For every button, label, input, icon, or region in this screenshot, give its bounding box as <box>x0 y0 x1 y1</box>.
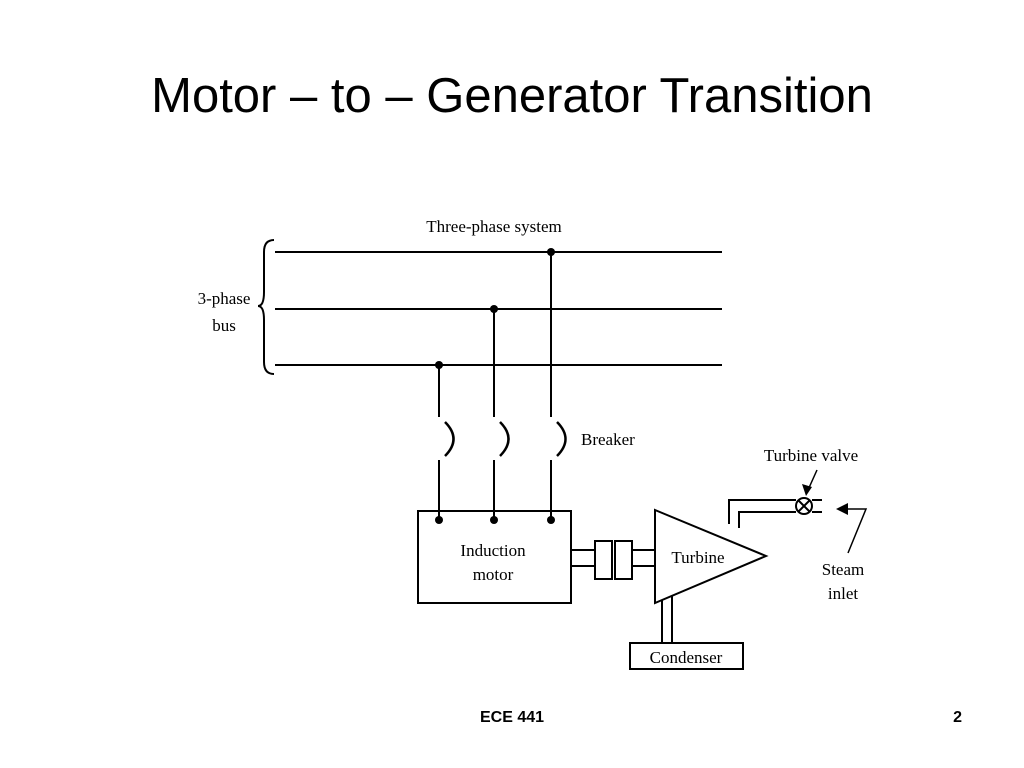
footer-course: ECE 441 <box>479 709 545 726</box>
steam-arrow-line <box>846 508 868 554</box>
breaker-contacts <box>444 421 567 457</box>
motor-label-line2: motor <box>473 565 514 584</box>
phase-conductors <box>438 252 552 520</box>
valve-cross-2 <box>797 499 811 513</box>
condenser-label: Condenser <box>650 648 723 667</box>
steam-label-line1: Steam <box>822 560 865 579</box>
turbine-valve-label: Turbine valve <box>764 446 858 465</box>
bus-label-line2: bus <box>212 316 236 335</box>
bus-brace <box>257 239 275 375</box>
steam-label-line2: inlet <box>828 584 858 603</box>
motor-terminals <box>435 516 555 524</box>
shaft-and-coupling <box>571 540 655 580</box>
slide-title: Motor – to – Generator Transition <box>151 69 873 123</box>
motor-terminal-c <box>547 516 555 524</box>
motor-label-line1: Induction <box>460 541 526 560</box>
steam-inlet-arrow <box>836 503 868 554</box>
turbine-valve-icon <box>795 497 813 515</box>
turbine-label: Turbine <box>671 548 724 567</box>
steam-pipe-inner <box>738 511 796 528</box>
three-phase-bus <box>275 251 722 366</box>
coupling-left <box>594 540 613 580</box>
valve-arrow-head <box>802 484 812 496</box>
motor-terminal-a <box>435 516 443 524</box>
breaker-label: Breaker <box>581 430 635 449</box>
condenser-box <box>629 642 744 670</box>
steam-pipe-outer <box>728 499 796 524</box>
condenser-piping <box>661 596 673 643</box>
turbine-shape <box>654 508 769 605</box>
coupling-right <box>614 540 633 580</box>
breaker-arc-c <box>556 421 567 457</box>
turbine-valve-arrow <box>802 469 818 496</box>
induction-motor-box <box>417 510 572 604</box>
breaker-arc-a <box>444 421 455 457</box>
system-label: Three-phase system <box>426 217 561 236</box>
motor-terminal-b <box>490 516 498 524</box>
steam-arrow-head <box>836 503 848 515</box>
breaker-arc-b <box>499 421 510 457</box>
steam-piping <box>728 499 822 528</box>
footer-page-number: 2 <box>953 709 962 726</box>
bus-label-line1: 3-phase <box>198 289 251 308</box>
